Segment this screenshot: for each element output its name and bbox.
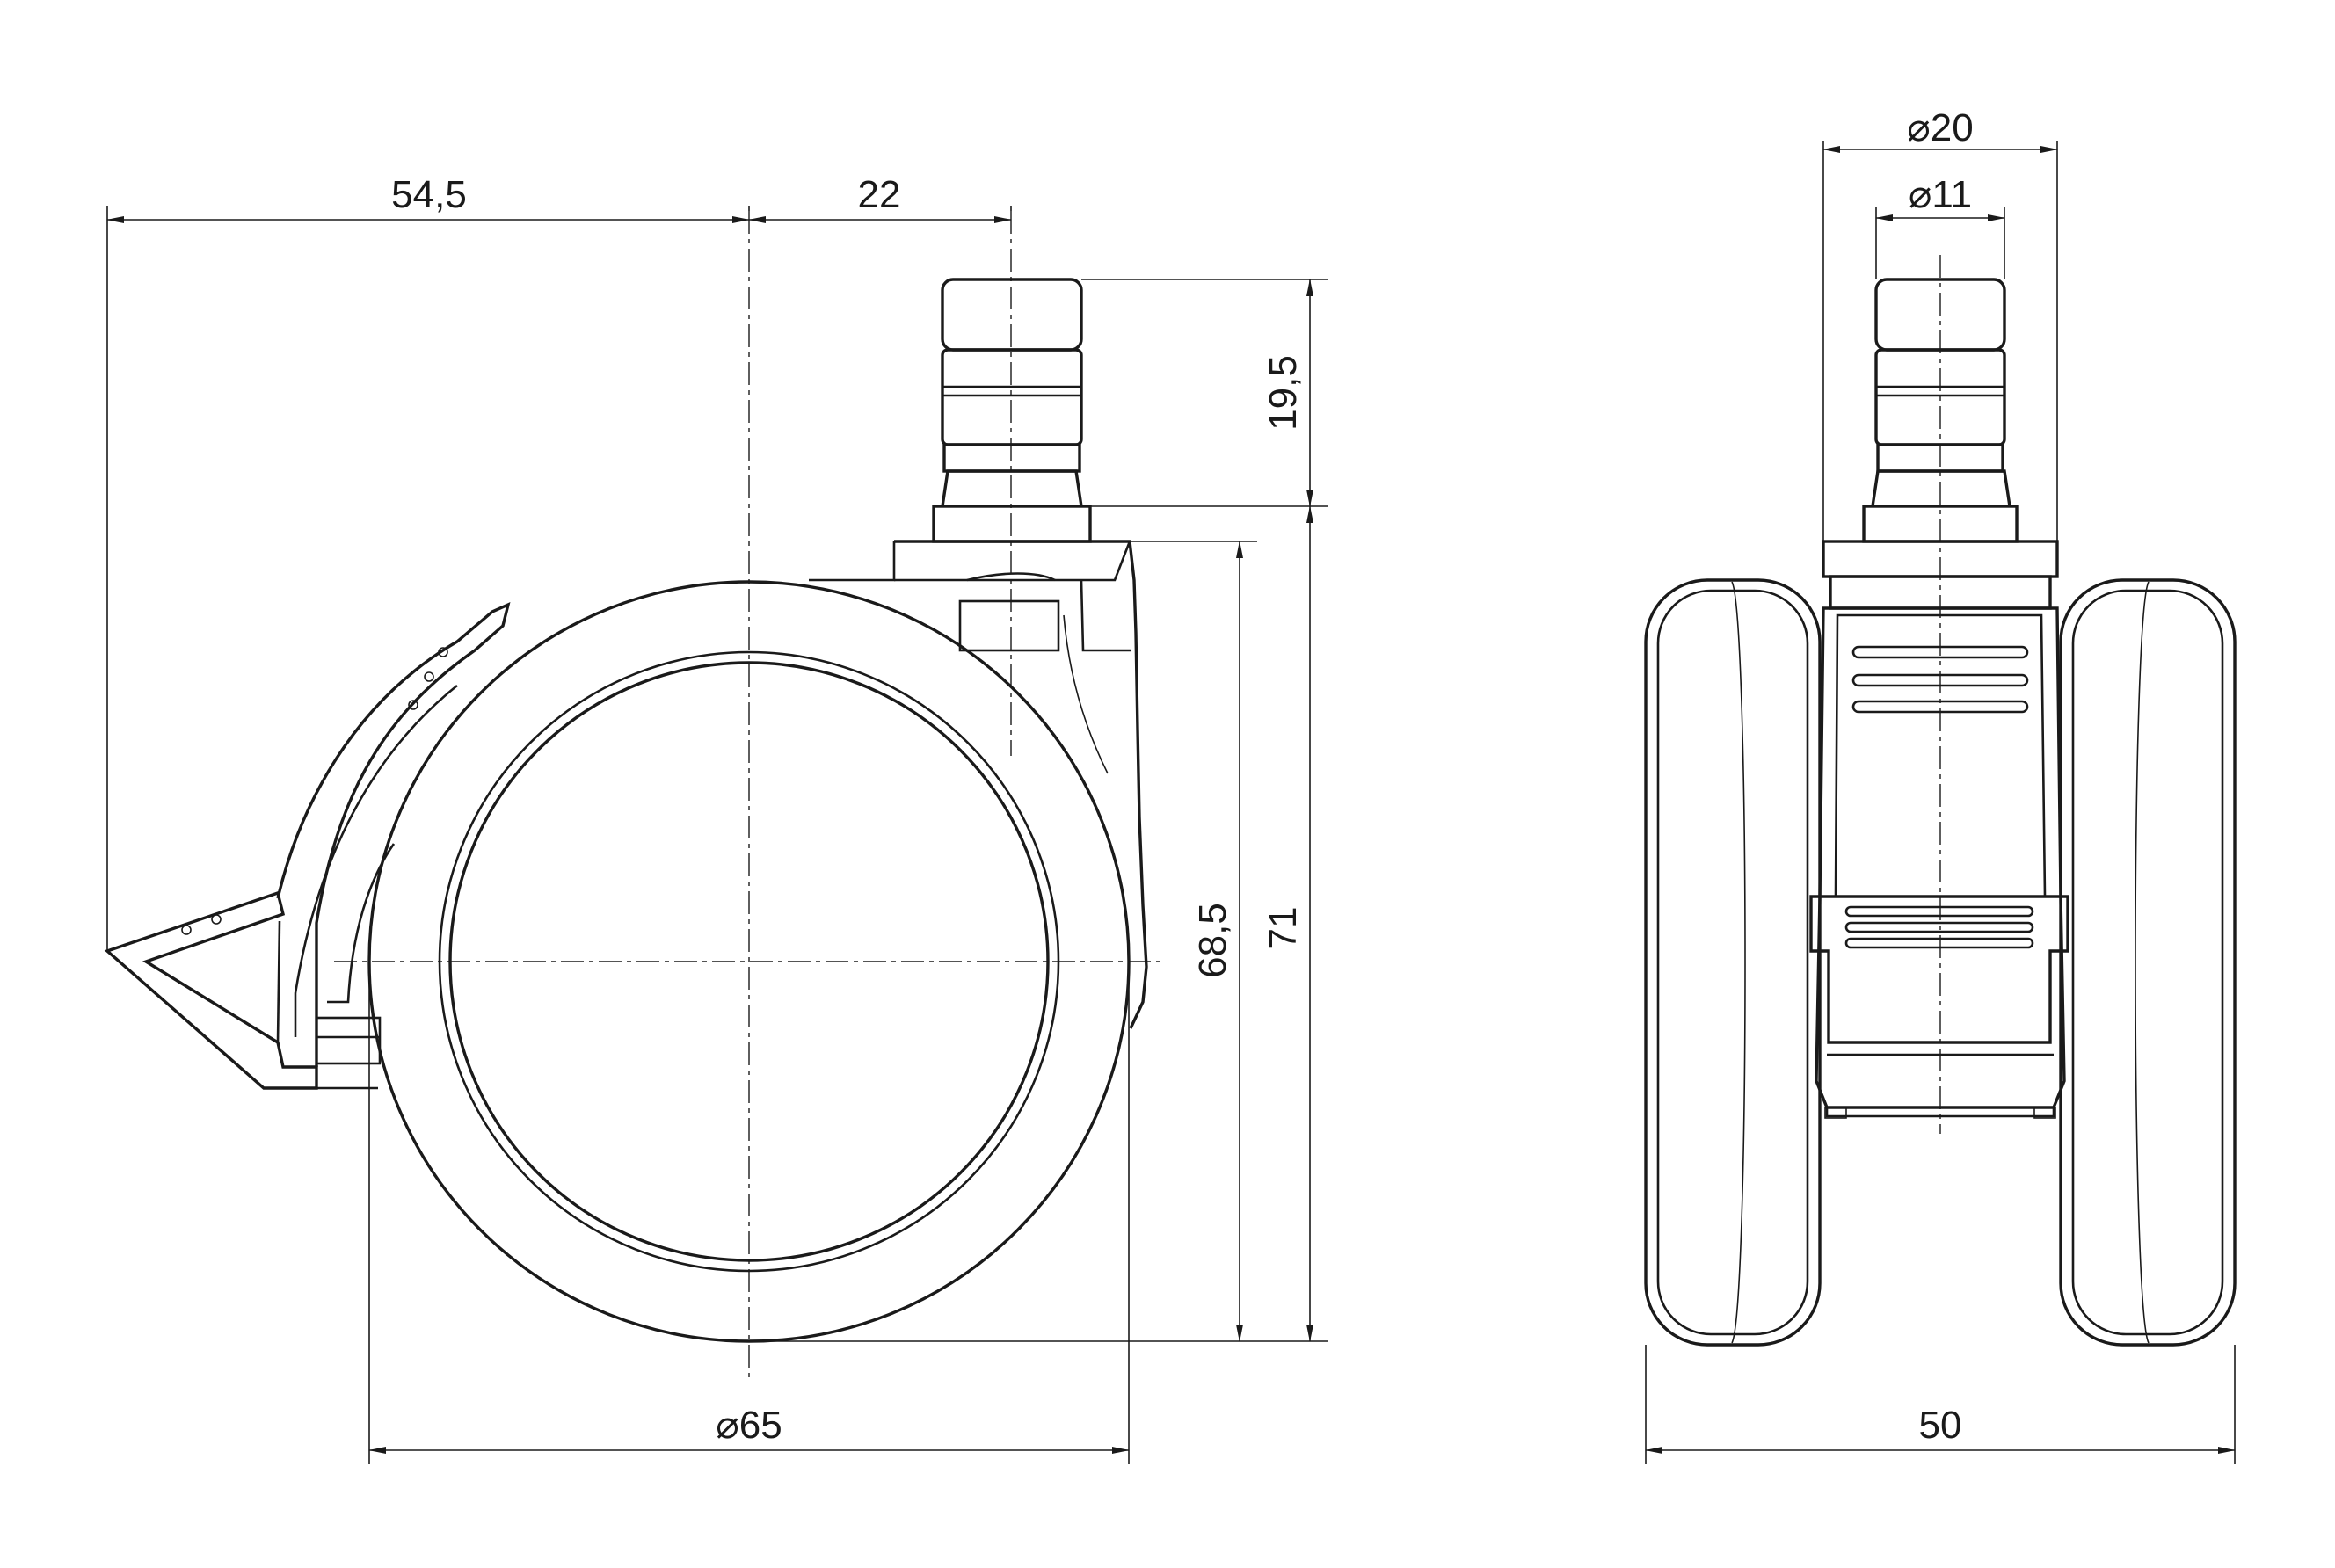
extension-lines bbox=[106, 141, 2236, 1464]
dim-stem-height: 19,5 bbox=[1262, 355, 1305, 431]
stem-side bbox=[932, 278, 1092, 543]
dim-height-to-plate: 68,5 bbox=[1191, 903, 1234, 978]
housing-front bbox=[1809, 540, 2069, 1119]
logo-badge: STARTH bbox=[958, 599, 1060, 652]
fork-housing bbox=[809, 540, 1148, 1029]
brake-lever bbox=[104, 602, 511, 1090]
dim-brake-offset: 54,5 bbox=[391, 173, 467, 216]
side-view: STARTH bbox=[104, 211, 1160, 1378]
dim-wheel-diameter: ⌀65 bbox=[716, 1404, 782, 1447]
dimensions: 54,5 22 19,5 68,5 71 ⌀65 ⌀20 ⌀11 50 bbox=[106, 106, 2236, 1464]
dim-total-width: 50 bbox=[1919, 1404, 1962, 1447]
dim-stem-offset: 22 bbox=[858, 173, 901, 216]
dim-plate-diameter: ⌀20 bbox=[1907, 106, 1973, 149]
logo-text: STARTH bbox=[964, 621, 1055, 647]
wheel-left-front bbox=[1644, 578, 1822, 1347]
center-lines-side bbox=[334, 211, 1160, 1378]
wheel-right-front bbox=[2059, 578, 2237, 1347]
dim-stem-diameter: ⌀11 bbox=[1909, 173, 1972, 216]
dim-total-height: 71 bbox=[1262, 907, 1305, 950]
front-view bbox=[1644, 255, 2237, 1347]
